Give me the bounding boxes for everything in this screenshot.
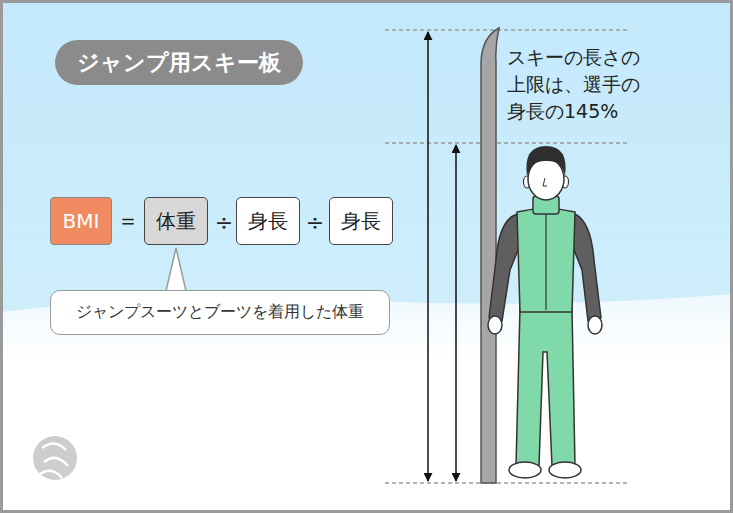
- operator-sign: ÷: [306, 210, 324, 235]
- title-pill: ジャンプ用スキー板: [55, 40, 303, 85]
- guide-line: [385, 142, 630, 144]
- formula-box: 身長: [236, 197, 300, 245]
- dimension-arrow: [455, 145, 457, 481]
- box-text: 体重: [156, 208, 196, 235]
- skier: [488, 146, 602, 478]
- hand: [588, 316, 602, 334]
- guide-line: [385, 29, 630, 31]
- torso: [517, 209, 575, 313]
- box-text: 身長: [341, 208, 381, 235]
- formula-box: 身長: [329, 197, 393, 245]
- callout-bubble: ジャンプスーツとブーツを着用した体重: [50, 290, 390, 335]
- zipper: [545, 212, 546, 310]
- box-text: ジャンプスーツとブーツを着用した体重: [76, 302, 364, 323]
- hair: [526, 146, 565, 176]
- guide-line: [385, 482, 630, 484]
- nose: [543, 178, 547, 186]
- dimension-arrow: [427, 32, 429, 481]
- box-text: 身長: [248, 208, 288, 235]
- operator-sign: ÷: [215, 210, 233, 235]
- formula-box: BMI: [50, 197, 112, 245]
- boot: [549, 462, 581, 478]
- operator-sign: ＝: [117, 206, 139, 236]
- logo-circle: [33, 436, 77, 480]
- box-text: BMI: [63, 209, 100, 233]
- formula-box: 体重: [144, 197, 208, 245]
- boot: [509, 462, 541, 478]
- hand: [488, 316, 502, 334]
- logo-mark: [33, 436, 77, 480]
- logo-swirl: [40, 443, 68, 478]
- legs: [516, 308, 575, 466]
- note-text: スキーの長さの 上限は、選手の 身長の145%: [507, 44, 657, 125]
- callout-tail: [166, 248, 186, 291]
